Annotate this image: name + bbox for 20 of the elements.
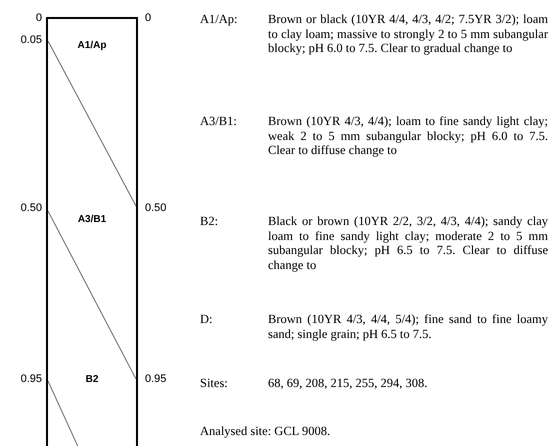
depth-label: 0.50 xyxy=(145,202,166,214)
horizon-description: Brown or black (10YR 4/4, 4/3, 4/2; 7.5YR 3/2); loam to clay loam; massive to strongly 2 to 5 mm subangular blocky; pH 6.0 to 7.5. Clear to gradual change to xyxy=(268,12,548,56)
horizon-description: 68, 69, 208, 215, 255, 294, 308. xyxy=(268,376,428,390)
horizon-code: D: xyxy=(200,312,212,326)
horizon-name: A1/Ap xyxy=(76,40,108,52)
depth-label: 0.95 xyxy=(145,373,166,385)
horizon-code: Sites: xyxy=(200,376,228,390)
depth-label: 0 xyxy=(145,12,152,24)
depth-label: 0.95 xyxy=(20,373,42,385)
horizon-description: Brown (10YR 4/3, 4/4); loam to fine sandy light clay; weak 2 to 5 mm subangular blocky; pH 6.0 to 7.5. Clear to diffuse change to xyxy=(268,114,548,158)
depth-label: 0 xyxy=(36,12,42,24)
horizon-code: A1/Ap: xyxy=(200,12,238,26)
horizon-code: A3/B1: xyxy=(200,114,237,128)
note-text: Analysed site: GCL 9008. xyxy=(200,424,330,438)
depth-label: 0.50 xyxy=(20,202,42,214)
horizon-description: Brown (10YR 4/3, 4/4, 5/4); fine sand to fine loamy sand; single grain; pH 6.5 to 7.5. xyxy=(268,312,548,341)
horizon-description: Black or brown (10YR 2/2, 3/2, 4/3, 4/4); sandy clay loam to fine sandy light clay; moderate 2 to 5 mm subangular blocky; pH 6.5 to 7.5. Clear to diffuse change to xyxy=(268,214,548,272)
soil-profile-column xyxy=(46,17,138,446)
depth-label: 0.05 xyxy=(20,34,42,46)
horizon-code: B2: xyxy=(200,214,218,228)
